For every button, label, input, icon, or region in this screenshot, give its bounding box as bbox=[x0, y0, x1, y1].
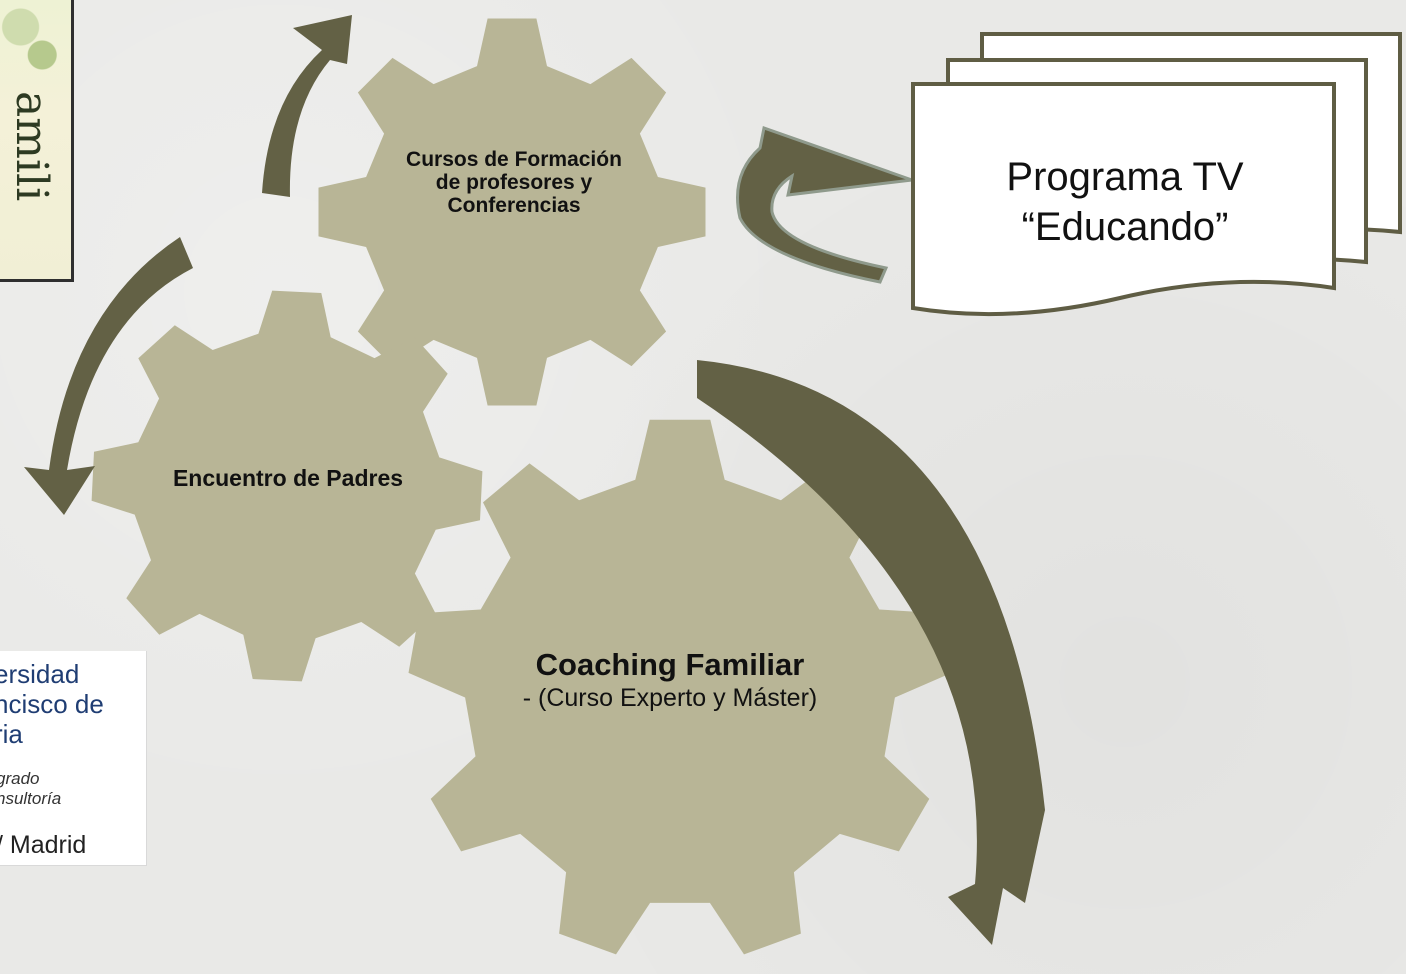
photo-fragment: amili bbox=[0, 0, 74, 282]
logo-subtitle: grado nsultoría bbox=[0, 769, 146, 809]
gear-label-cursos: Cursos de Formación de profesores y Conf… bbox=[406, 148, 622, 217]
logo-city: / Madrid bbox=[0, 831, 87, 859]
coaching-title: Coaching Familiar bbox=[535, 647, 805, 682]
tv-line-1: Programa TV bbox=[1006, 155, 1244, 199]
arrow-down-right-curved bbox=[697, 360, 1045, 945]
logo-line-5: nsultoría bbox=[0, 789, 62, 808]
gear-coaching bbox=[408, 419, 952, 955]
arrow-down-left-curved bbox=[24, 237, 193, 515]
university-logo-fragment: ersidad ncisco de ria grado nsultoría / … bbox=[0, 651, 147, 866]
logo-line-1: ersidad bbox=[0, 659, 80, 689]
tv-line-2: “Educando” bbox=[1021, 205, 1229, 249]
logo-line-3: ria bbox=[0, 719, 23, 749]
gear-label-encuentro: Encuentro de Padres bbox=[172, 465, 404, 491]
logo-line-4: grado bbox=[0, 769, 40, 788]
logo-name: ersidad ncisco de ria bbox=[0, 659, 146, 749]
arrow-up-curved bbox=[262, 15, 352, 197]
gear-cursos bbox=[318, 18, 706, 406]
gear-encuentro bbox=[91, 290, 483, 682]
tv-program-label: Programa TV “Educando” bbox=[925, 152, 1325, 252]
tv-document-stack bbox=[911, 32, 1402, 317]
arrow-from-tv-curved bbox=[736, 126, 913, 284]
coaching-subtitle: - (Curso Experto y Máster) bbox=[522, 684, 818, 712]
logo-line-2: ncisco de bbox=[0, 689, 104, 719]
document-front bbox=[911, 82, 1336, 317]
gear-label-coaching: Coaching Familiar - (Curso Experto y Más… bbox=[490, 646, 850, 712]
